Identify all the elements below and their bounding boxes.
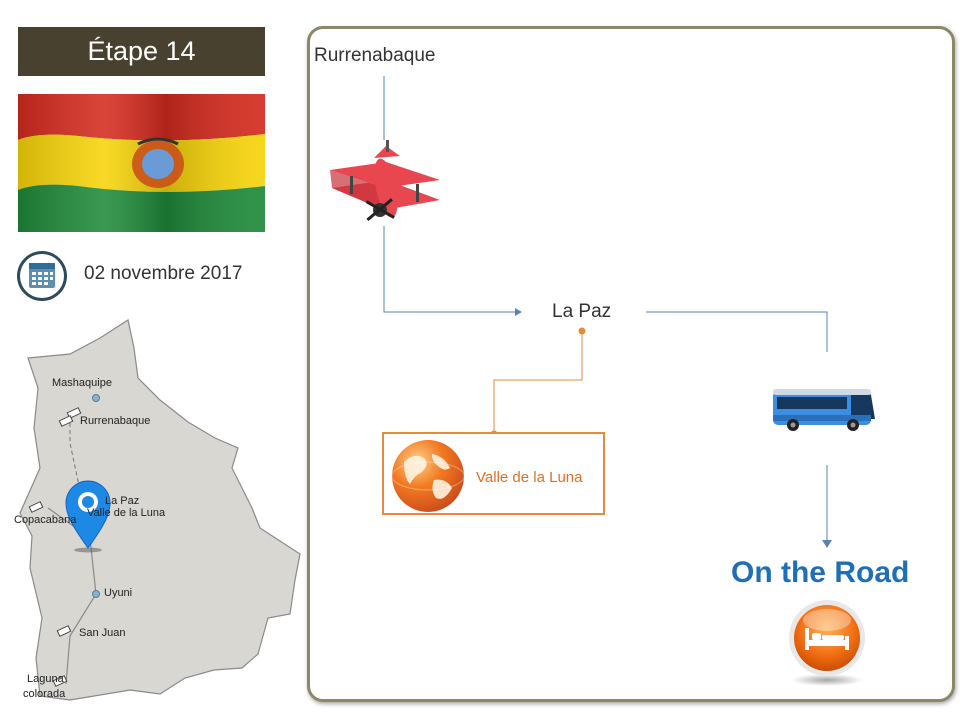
route-start-label: Rurrenabaque bbox=[314, 45, 436, 66]
map-label-laguna: Laguna bbox=[27, 673, 64, 685]
globe-icon bbox=[391, 440, 465, 512]
map-label-rurrenabaque: Rurrenabaque bbox=[80, 415, 151, 427]
map-label-san-juan: San Juan bbox=[79, 627, 126, 639]
route-hub-label: La Paz bbox=[552, 301, 612, 322]
bed-icon[interactable] bbox=[782, 598, 872, 688]
map-label-la-paz: La Paz bbox=[105, 495, 140, 507]
stage-date: 02 novembre 2017 bbox=[84, 263, 243, 284]
route-end-title: On the Road bbox=[731, 556, 910, 589]
airplane-icon bbox=[330, 140, 440, 222]
bus-icon bbox=[773, 389, 875, 431]
stage-title-text: Étape 14 bbox=[87, 36, 196, 66]
stage-title: Étape 14 bbox=[18, 27, 265, 76]
itinerary-panel bbox=[307, 26, 955, 702]
bolivia-map bbox=[19, 319, 301, 701]
map-label-mashaquipe: Mashaquipe bbox=[52, 377, 112, 389]
map-label-copacabana: Copacabana bbox=[14, 514, 77, 526]
map-label-uyuni: Uyuni bbox=[104, 587, 133, 599]
poi-card-valle-de-la-luna[interactable]: Valle de la Luna bbox=[382, 432, 605, 515]
map-pin-icon bbox=[65, 480, 111, 553]
bolivia-flag bbox=[18, 94, 265, 232]
map-label-colorada: colorada bbox=[23, 688, 66, 700]
calendar-icon bbox=[17, 251, 67, 301]
poi-label: Valle de la Luna bbox=[476, 469, 583, 486]
map-label-valle-de-la-luna: Valle de la Luna bbox=[87, 507, 166, 519]
